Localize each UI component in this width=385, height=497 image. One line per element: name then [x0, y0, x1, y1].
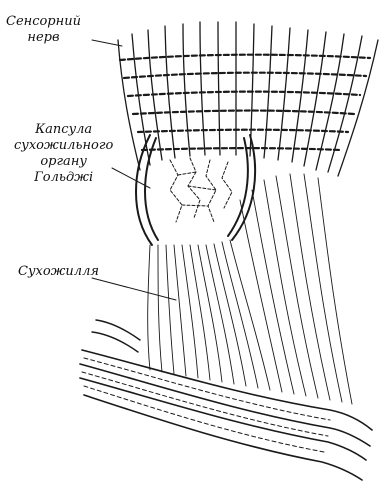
sensory-nerve-label: Сенсорний нерв	[6, 14, 81, 46]
capsule-label-line3: органу	[14, 154, 113, 170]
capsule-outline	[136, 135, 255, 245]
sensory-nerve-label-line2: нерв	[6, 30, 81, 46]
bone-hatching	[82, 358, 330, 452]
nerve-endings	[170, 158, 232, 222]
capsule-label-line2: сухожильного	[14, 138, 113, 154]
sensory-nerve-label-line1: Сенсорний	[6, 14, 81, 30]
bone-structure	[80, 350, 372, 480]
muscle-boundary	[92, 320, 140, 352]
muscle-fibers	[118, 22, 378, 176]
capsule-label-line4: Гольджі	[14, 170, 113, 186]
capsule-label: Капсула сухожильного органу Гольджі	[14, 122, 113, 186]
tendon-label-text: Сухожилля	[18, 264, 99, 280]
capsule-label-line1: Капсула	[14, 122, 113, 138]
tendon-label: Сухожилля	[18, 264, 99, 280]
